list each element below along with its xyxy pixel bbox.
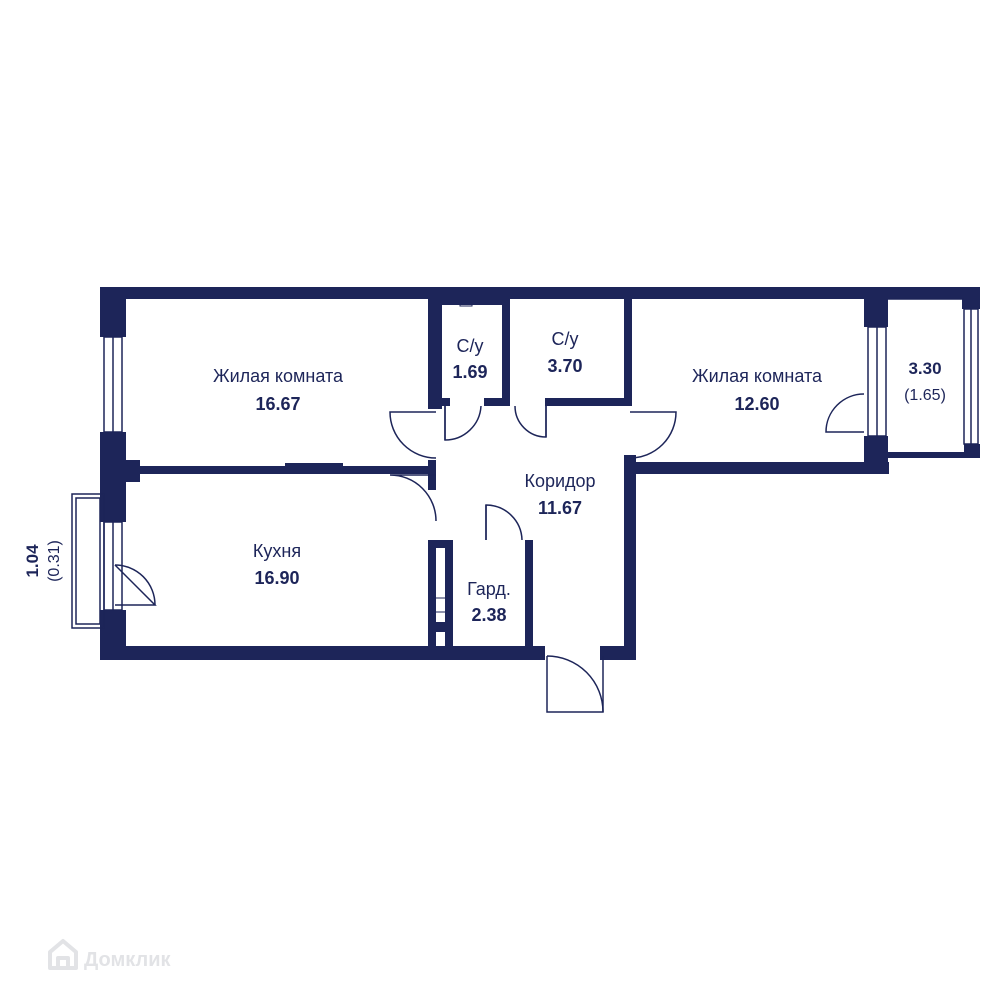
- windows: [103, 298, 979, 611]
- doors: [114, 393, 865, 713]
- kitchen-label: Кухня: [253, 541, 301, 561]
- wardrobe-label: Гард.: [467, 579, 511, 599]
- watermark-text: Домклик: [84, 949, 171, 971]
- inner-walls: [126, 299, 636, 650]
- left-balcony: [71, 493, 105, 629]
- wardrobe-area: 2.38: [471, 605, 506, 625]
- kitchen-area: 16.90: [254, 568, 299, 588]
- balcony-left-area: 1.04: [23, 544, 42, 578]
- bathroom-2-area: 3.70: [547, 356, 582, 376]
- balcony-left-sub: (0.31): [46, 540, 63, 582]
- bathroom-1-area: 1.69: [452, 362, 487, 382]
- living-room-2-label: Жилая комната: [692, 366, 823, 386]
- corridor-label: Коридор: [524, 471, 595, 491]
- outer-walls: [100, 287, 980, 660]
- house-logo-icon: [48, 939, 78, 970]
- fixtures: [436, 295, 499, 613]
- watermark: Домклик: [48, 939, 171, 971]
- living-room-1-area: 16.67: [255, 394, 300, 414]
- balcony-right-area: 3.30: [908, 359, 941, 378]
- bathroom-2-label: С/у: [552, 329, 579, 349]
- corridor-area: 11.67: [538, 498, 582, 518]
- living-room-2-area: 12.60: [734, 394, 779, 414]
- bathroom-1-label: С/у: [457, 336, 484, 356]
- balcony-right-sub: (1.65): [904, 387, 946, 404]
- living-room-1-label: Жилая комната: [213, 366, 344, 386]
